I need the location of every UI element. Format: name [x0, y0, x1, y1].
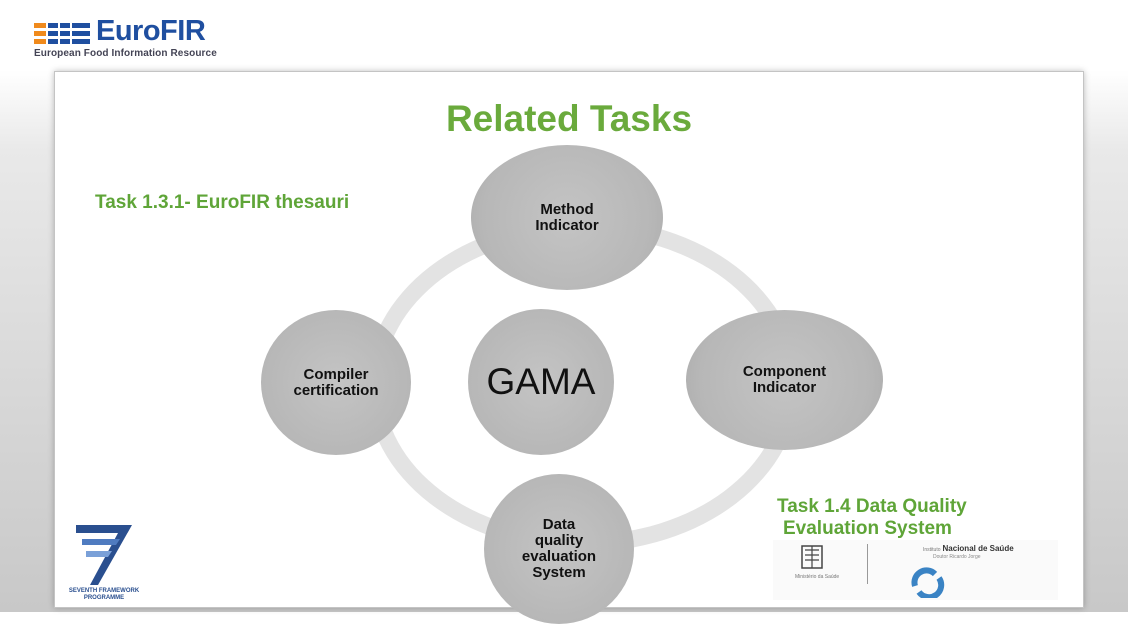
logo-divider [867, 544, 868, 584]
logo-name: EuroFIR [96, 15, 206, 47]
logo-subtitle: European Food Information Resource [34, 48, 217, 59]
slide: Related Tasks GAMA Method Indicator Comp… [54, 71, 1084, 624]
task-label-data-quality-line2: Evaluation System [783, 518, 952, 539]
ministry-crest-icon [801, 545, 823, 569]
center-node-gama: GAMA [468, 309, 614, 455]
insa-swirl-icon [911, 567, 945, 598]
slide-title: Related Tasks [445, 98, 693, 139]
eurofir-logo: EuroFIR European Food Information Resour… [34, 15, 274, 61]
insa-prefix: Instituto [923, 547, 941, 553]
eurofir-logo-bars-icon [34, 23, 92, 45]
insa-subtitle: Doutor Ricardo Jorge [933, 554, 981, 560]
insa-name-text: Nacional de Saúde [942, 544, 1014, 553]
task-label-data-quality-line1: Task 1.4 Data Quality [777, 496, 967, 517]
task-label-thesauri: Task 1.3.1- EuroFIR thesauri [95, 192, 350, 213]
node-data-quality-evaluation-system: Data quality evaluation System [484, 474, 634, 624]
fp7-text: SEVENTH FRAMEWORK PROGRAMME [68, 588, 140, 601]
ministry-text: Ministério da Saúde [795, 574, 840, 580]
node-component-indicator: Component Indicator [686, 310, 883, 450]
fp7-logo: SEVENTH FRAMEWORK PROGRAMME [58, 517, 150, 605]
node-compiler-certification: Compiler certification [261, 310, 411, 455]
fp7-seven-icon [76, 525, 132, 585]
node-method-indicator: Method Indicator [471, 145, 663, 290]
